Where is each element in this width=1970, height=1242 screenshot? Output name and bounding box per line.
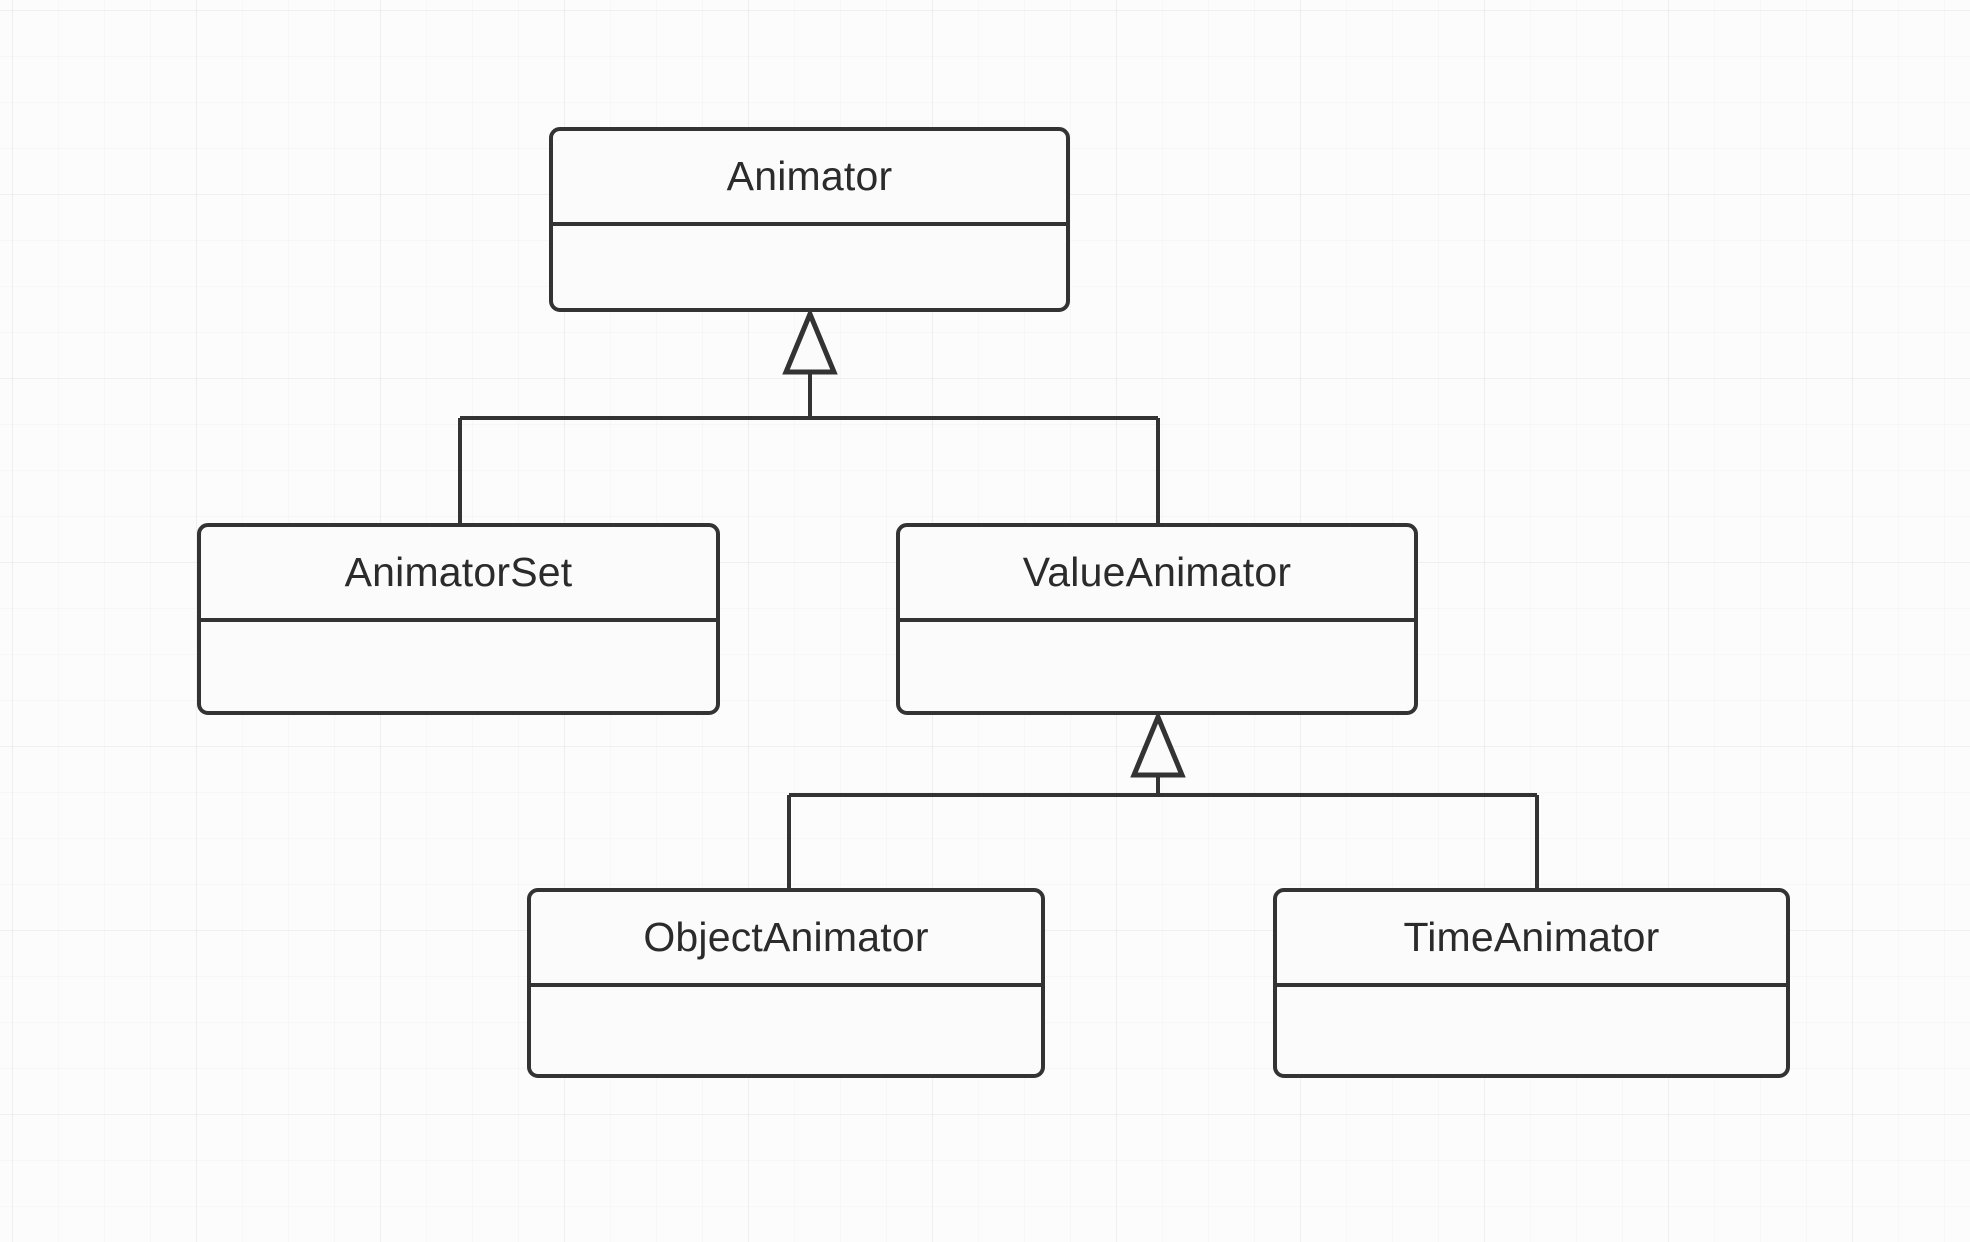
generalization-edge-to-animator — [458, 368, 1160, 523]
uml-class-body-animator — [553, 226, 1066, 308]
uml-class-animator-set[interactable]: AnimatorSet — [197, 523, 720, 715]
uml-class-value-animator[interactable]: ValueAnimator — [896, 523, 1418, 715]
hollow-triangle-arrowhead-valueanimator — [1130, 710, 1186, 778]
hollow-triangle-arrowhead-animator — [782, 307, 838, 375]
generalization-edge-to-valueanimator — [787, 772, 1539, 888]
uml-class-title-animator-set: AnimatorSet — [201, 527, 716, 622]
uml-class-title-animator: Animator — [553, 131, 1066, 226]
uml-class-body-object-animator — [531, 987, 1041, 1074]
uml-class-body-time-animator — [1277, 987, 1786, 1074]
uml-class-title-value-animator: ValueAnimator — [900, 527, 1414, 622]
uml-class-title-time-animator: TimeAnimator — [1277, 892, 1786, 987]
uml-class-body-animator-set — [201, 622, 716, 711]
uml-class-title-object-animator: ObjectAnimator — [531, 892, 1041, 987]
uml-class-object-animator[interactable]: ObjectAnimator — [527, 888, 1045, 1078]
uml-class-time-animator[interactable]: TimeAnimator — [1273, 888, 1790, 1078]
uml-class-animator[interactable]: Animator — [549, 127, 1070, 312]
uml-class-body-value-animator — [900, 622, 1414, 711]
